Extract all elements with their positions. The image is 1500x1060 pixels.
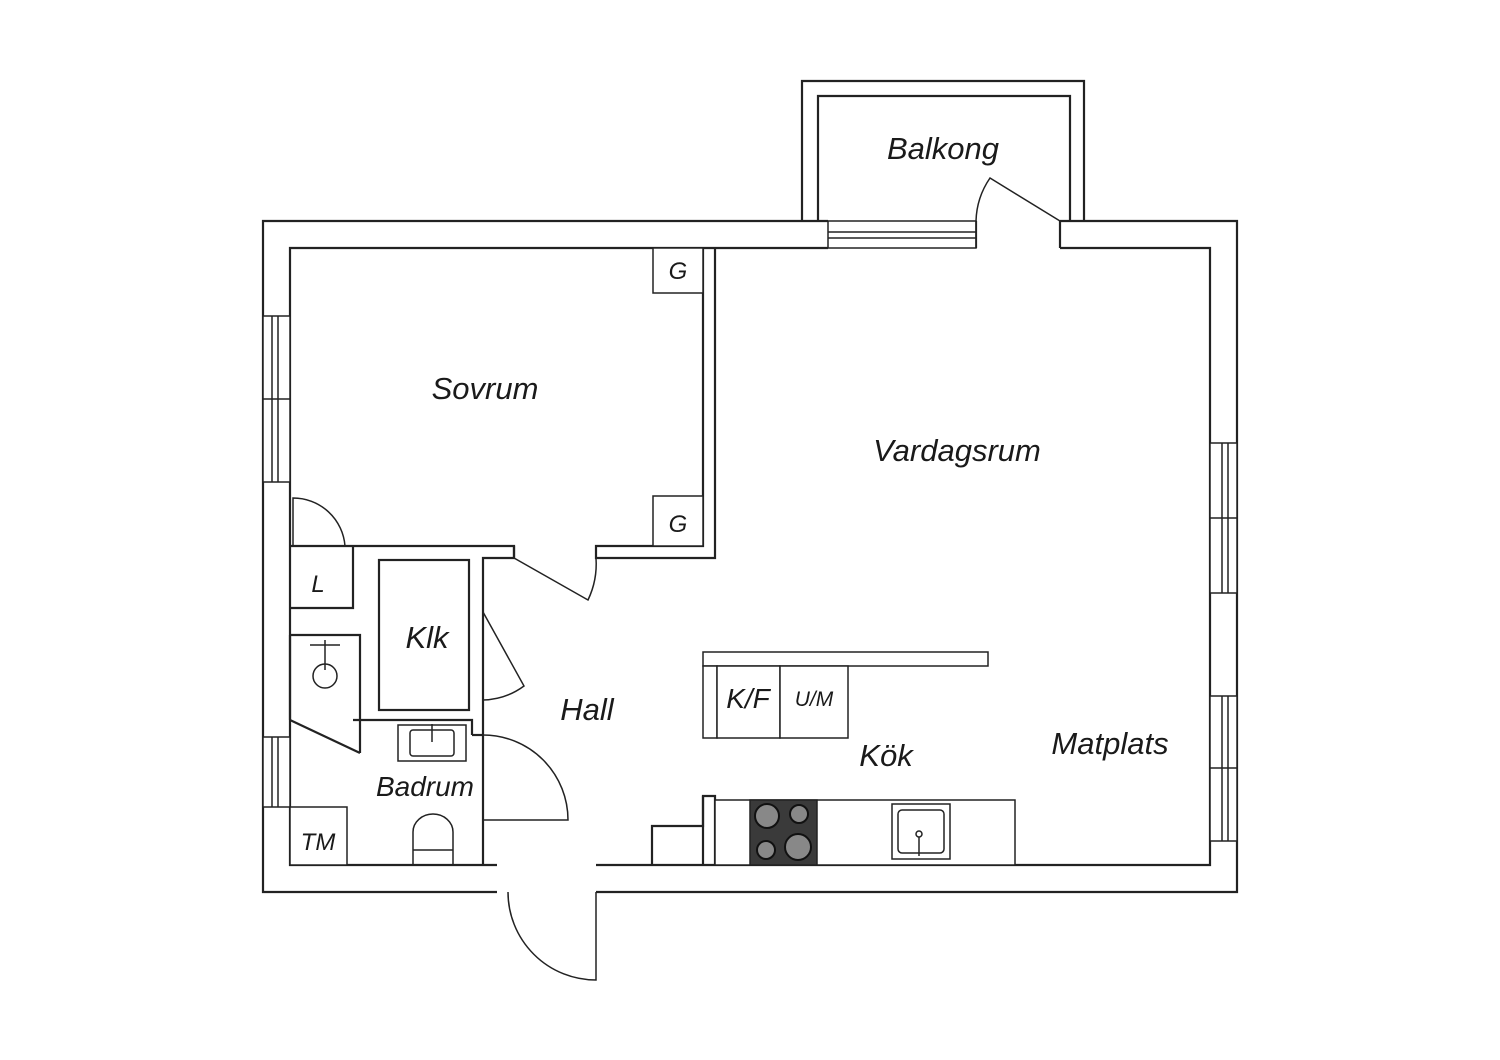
toilet [412,813,454,865]
washer: TM [289,806,348,866]
windows [262,220,1238,842]
doors [292,176,1061,981]
shower [310,640,340,689]
wardrobe-bottom [652,495,704,547]
wardrobe-bottom-label: G [669,511,688,538]
bathroom-door [482,734,569,821]
linen-door [292,497,346,547]
entrance-door [507,891,597,981]
washer-label: TM [301,829,336,856]
kitchen-label: Kök [859,738,914,773]
room-labels: Balkong Sovrum Vardagsrum Klk Hall Kök M… [376,131,1169,802]
interior-walls [288,248,717,865]
fridge-freezer [716,665,781,739]
bedroom-door [513,557,597,602]
living-room-label: Vardagsrum [873,433,1041,468]
oven-micro [779,665,849,739]
fridge-freezer-label: K/F [726,683,771,714]
linen-cupboard: L [311,571,324,598]
balcony-door [975,176,1061,222]
bedroom-wardrobes: G G [652,247,704,547]
oven-micro-label: U/M [795,688,834,711]
bathroom-sink [397,724,467,762]
washer-box [289,806,348,866]
closet-label: Klk [405,620,450,655]
balcony-window [827,220,977,249]
closet-door [482,611,525,701]
kitchen-units: K/F U/M [702,651,1016,866]
bathroom-window [262,736,291,808]
balcony [800,79,1086,221]
closet [377,558,471,712]
wardrobe-top [652,247,704,294]
closet-box [377,558,471,712]
wardrobe-top-label: G [669,258,688,285]
toilet-icon [412,813,454,865]
bedroom-label: Sovrum [432,371,539,406]
hall-label: Hall [560,692,615,727]
dining-label: Matplats [1051,726,1168,761]
linen-label: L [311,571,324,598]
kitchen-counter-top [702,651,989,667]
balcony-label: Balkong [887,131,999,166]
bathroom-label: Badrum [376,771,474,802]
